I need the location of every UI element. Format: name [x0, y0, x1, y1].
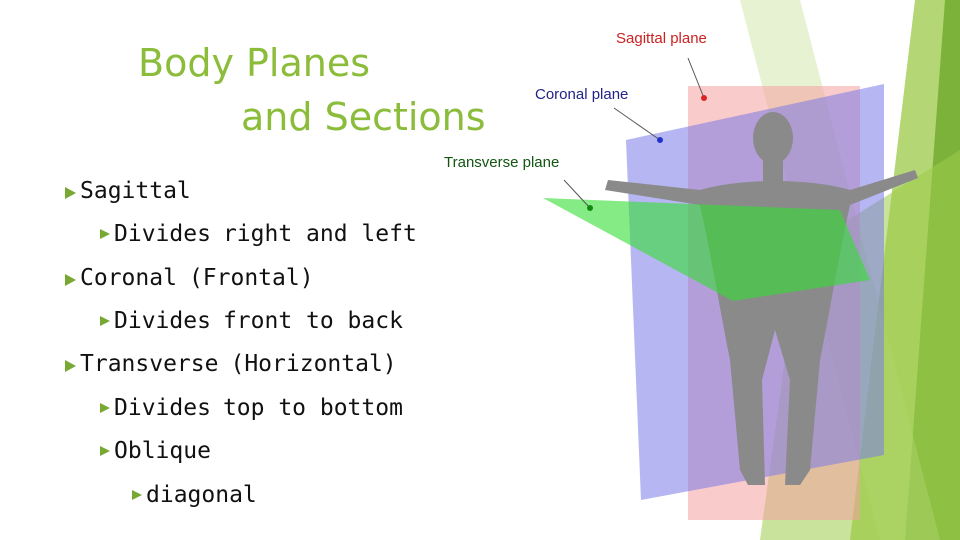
bullet-desc: (Horizontal) [230, 351, 397, 377]
triangle-bullet-icon [100, 446, 110, 456]
pointer-sagittal [687, 57, 705, 99]
bullet-coronal: Coronal (Frontal) [65, 265, 314, 291]
triangle-bullet-icon [132, 490, 142, 500]
bullet-term: Divides [114, 395, 211, 421]
slide-title-line-1: Body Planes [138, 41, 371, 85]
bullet-term: diagonal [146, 482, 257, 508]
label-coronal-plane: Coronal plane [535, 86, 628, 103]
triangle-bullet-icon [65, 274, 76, 286]
bullet-desc: (Frontal) [188, 265, 314, 291]
triangle-bullet-icon [65, 360, 76, 372]
bullet-transverse-divides: Divides top to bottom [100, 395, 403, 421]
bullet-term: Divides [114, 308, 211, 334]
triangle-bullet-icon [100, 403, 110, 413]
bullet-desc: front to back [222, 308, 403, 334]
bullet-desc: right and left [222, 221, 417, 247]
bullet-diagonal: diagonal [132, 482, 257, 508]
label-transverse-plane: Transverse plane [444, 154, 559, 171]
bullet-term: Transverse [80, 351, 219, 377]
bullet-desc: top to bottom [222, 395, 403, 421]
pointer-coronal [613, 107, 661, 141]
bullet-sagittal: Sagittal [65, 178, 191, 204]
triangle-bullet-icon [100, 316, 110, 326]
bullet-oblique: Oblique [100, 438, 211, 464]
bullet-sagittal-divides: Divides right and left [100, 221, 417, 247]
bullet-term: Oblique [114, 438, 211, 464]
label-sagittal-plane: Sagittal plane [616, 30, 707, 47]
triangle-bullet-icon [65, 187, 76, 199]
pointer-transverse [563, 179, 591, 209]
transverse-plane [543, 198, 870, 301]
bullet-coronal-divides: Divides front to back [100, 308, 403, 334]
slide-title-line-2: and Sections [241, 95, 486, 139]
bullet-term: Sagittal [80, 178, 191, 204]
bullet-transverse: Transverse (Horizontal) [65, 351, 397, 377]
bullet-term: Divides [114, 221, 211, 247]
bullet-term: Coronal [80, 265, 177, 291]
triangle-bullet-icon [100, 229, 110, 239]
